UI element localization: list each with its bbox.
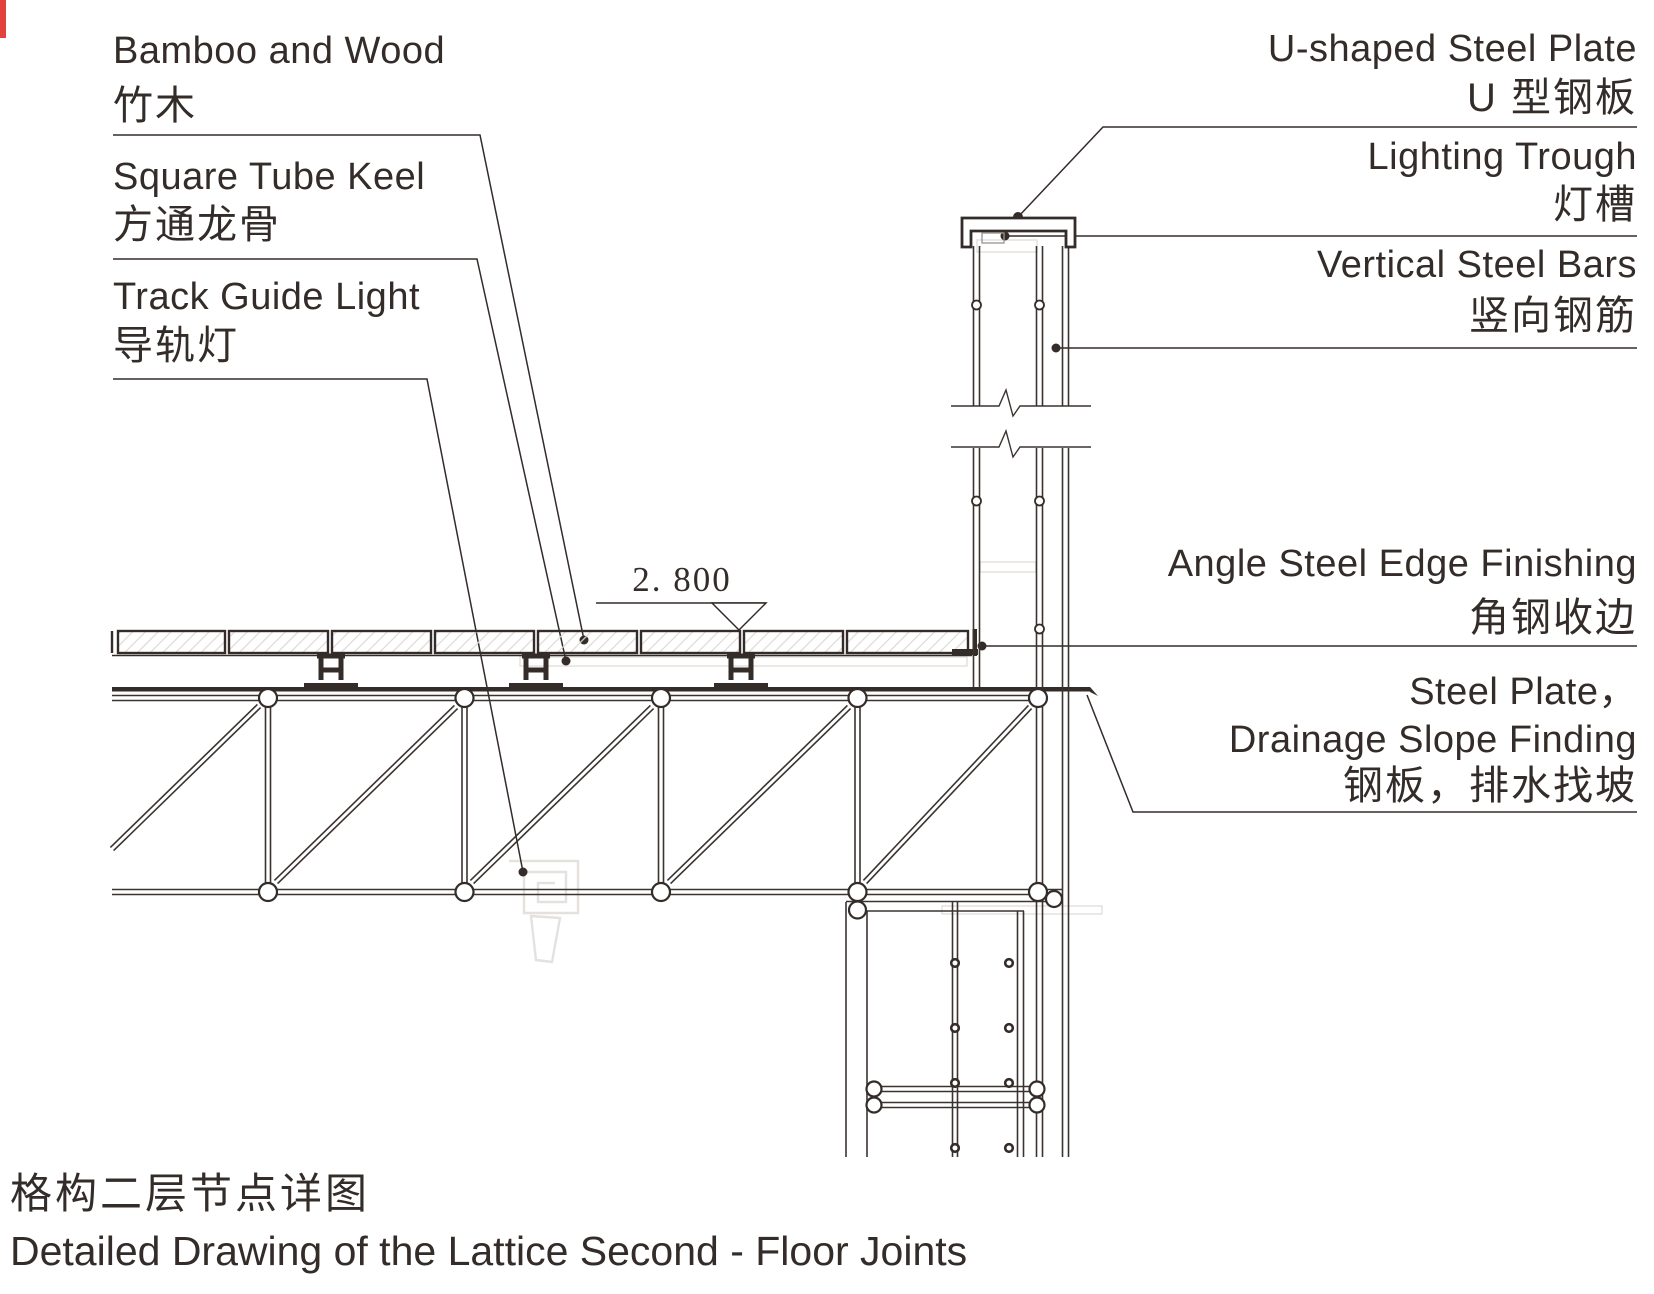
label-vertical-bars-zh: 竖向钢筋 [1469, 294, 1637, 338]
level-symbol [596, 602, 768, 632]
label-vertical-bars-en: Vertical Steel Bars [1317, 244, 1637, 286]
truss-verticals [264, 700, 861, 890]
splice-bolt-circles [865, 1080, 1046, 1114]
column-walls [972, 246, 1070, 1157]
leader-u-plate [1017, 126, 1637, 218]
leader-keel [113, 258, 567, 662]
label-bamboo-en: Bamboo and Wood [113, 30, 446, 72]
keel-pedestal [304, 653, 358, 688]
lighting-trough-box [981, 232, 1005, 244]
watermark [509, 859, 580, 964]
rebar-dots [949, 957, 1015, 1154]
truss [109, 694, 1062, 896]
truss-node-circles [257, 687, 1064, 920]
label-steel-plate-zh: 钢板，排水找坡 [1343, 764, 1637, 808]
elevation-value: 2. 800 [632, 560, 732, 599]
label-u-plate-en: U-shaped Steel Plate [1267, 28, 1637, 70]
label-steel-plate-en2: Drainage Slope Finding [1228, 719, 1637, 761]
deck-planks [110, 629, 970, 655]
label-bamboo-zh: 竹木 [113, 84, 197, 128]
keel-pedestal [714, 653, 768, 688]
drawing-title-en: Detailed Drawing of the Lattice Second -… [10, 1228, 968, 1274]
label-lighting-trough-zh: 灯槽 [1553, 183, 1637, 227]
label-u-plate-zh: U 型钢板 [1467, 76, 1637, 120]
truss-diagonals [109, 703, 1033, 885]
leader-bamboo [113, 134, 585, 641]
label-lighting-trough-en: Lighting Trough [1367, 136, 1637, 178]
steel-plate-drainage [112, 687, 1098, 696]
column-bolt-circles [971, 299, 1045, 635]
keel-pedestals [304, 653, 768, 688]
label-keel-zh: 方通龙骨 [113, 203, 281, 247]
keel-pedestal [509, 653, 563, 688]
u-shaped-plate-cap [960, 216, 1077, 249]
label-steel-plate-en1: Steel Plate， [1409, 671, 1637, 713]
drawing-title-zh: 格构二层节点详图 [10, 1170, 371, 1217]
leader-steel-plate [1086, 694, 1637, 813]
label-track-light-zh: 导轨灯 [113, 324, 239, 368]
label-angle-steel-en: Angle Steel Edge Finishing [1167, 543, 1637, 585]
leader-lines [113, 126, 1637, 873]
scan-artifact [0, 0, 6, 38]
angle-steel-edge [952, 629, 978, 656]
label-keel-en: Square Tube Keel [113, 156, 426, 198]
label-angle-steel-zh: 角钢收边 [1469, 596, 1637, 640]
label-track-light-en: Track Guide Light [113, 276, 421, 318]
leader-track-light [113, 378, 524, 873]
break-symbols [951, 387, 1091, 459]
